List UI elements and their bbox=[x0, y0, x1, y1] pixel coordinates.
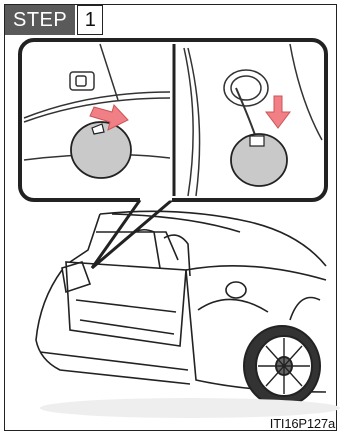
rear-wheel bbox=[244, 326, 320, 406]
figure-code: ITI16P127a bbox=[270, 416, 335, 431]
ground-shadow bbox=[40, 398, 340, 418]
